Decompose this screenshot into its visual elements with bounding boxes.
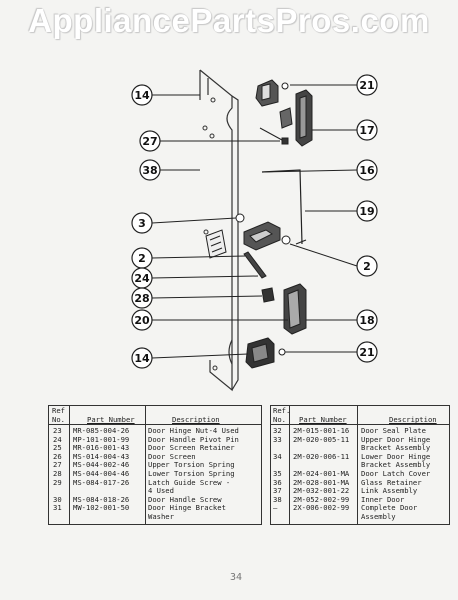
callout-16: 16	[359, 164, 375, 177]
cell-desc: Lower Door Hinge	[361, 451, 431, 461]
callout-2-right: 2	[363, 260, 371, 273]
upper-hinge-assembly	[255, 79, 313, 147]
upper-torsion-spring	[259, 127, 289, 145]
cell-desc: Assembly	[361, 512, 396, 521]
cell-part: 2M-032-001-22	[293, 486, 350, 496]
cell-part: 2M-020-005-11	[293, 434, 350, 444]
cell-ref: 24	[53, 434, 62, 444]
latch-assembly	[205, 213, 281, 259]
callout-labels: 14 21 27 17 38 16 19 3 2 2 24 28 20 18 1…	[131, 74, 378, 369]
callout-21-bottom: 21	[359, 346, 374, 359]
cell-desc: Inner Door	[361, 494, 405, 504]
header-description: Description	[389, 415, 437, 424]
cell-part: 2M-024-001-MA	[293, 469, 350, 478]
cell-part: 2M-020-006-11	[293, 451, 350, 461]
table-header: Ref No. Part Number Description	[49, 406, 261, 425]
header-part-number: Part Number	[299, 415, 347, 424]
cell-ref: 25	[53, 443, 62, 453]
callout-38: 38	[142, 164, 157, 177]
cell-desc: Door Hinge Bracket	[148, 503, 226, 513]
inner-door-panel	[199, 69, 239, 392]
cell-desc: Upper Torsion Spring	[148, 460, 235, 470]
callout-2-left: 2	[138, 252, 146, 265]
callout-14-bottom: 14	[134, 352, 150, 365]
callout-20: 20	[134, 314, 150, 327]
cell-part: MS-014-004-43	[73, 451, 130, 461]
cell-desc: Door Screen Retainer	[148, 443, 235, 453]
cell-desc: Lower Torsion Spring	[148, 469, 235, 478]
callout-21-top: 21	[359, 79, 374, 92]
cell-ref: 36	[273, 477, 282, 487]
cell-desc: Bracket Assembly	[361, 443, 431, 453]
cell-desc: Door Hinge Nut-4 Used	[148, 426, 239, 435]
site-watermark: AppliancePartsPros.com	[28, 2, 430, 39]
cell-part: MS-044-004-46	[73, 469, 130, 478]
cell-part: MS-084-017-26	[73, 477, 130, 487]
header-part-number: Part Number	[87, 415, 135, 424]
cell-desc: Glass Retainer	[361, 477, 422, 487]
lower-hinge-assembly	[245, 283, 307, 369]
callout-14-top: 14	[134, 89, 150, 102]
cell-ref: 35	[273, 469, 282, 478]
cell-ref: 29	[53, 477, 62, 487]
parts-table-right: Ref. No. Part Number Description 32 2M-01…	[270, 405, 450, 525]
cell-part: 2M-015-001-16	[293, 426, 350, 435]
cell-ref: 30	[53, 494, 62, 504]
page-number: 34	[230, 572, 243, 583]
cell-ref: 23	[53, 426, 62, 435]
cell-desc: Upper Door Hinge	[361, 434, 431, 444]
cell-desc: Door Handle Pivot Pin	[148, 434, 239, 444]
callout-24: 24	[134, 272, 150, 285]
cell-part: 2X-006-002-99	[293, 503, 350, 513]
cell-ref: 33	[273, 434, 282, 444]
callout-18: 18	[359, 314, 374, 327]
cell-desc: Latch Guide Screw -	[148, 477, 231, 487]
lower-torsion-spring	[261, 287, 275, 303]
cell-ref: 27	[53, 460, 62, 470]
cell-part: 2M-028-001-MA	[293, 477, 350, 487]
cell-part: MS-084-018-26	[73, 494, 130, 504]
cell-desc: Link Assembly	[361, 486, 418, 496]
cell-part: MW-102-001-50	[73, 503, 130, 513]
cell-ref: 26	[53, 451, 62, 461]
cell-desc: Door Seal Plate	[361, 426, 426, 435]
callout-17: 17	[359, 124, 374, 137]
cell-desc: Bracket Assembly	[361, 460, 431, 470]
header-ref-bottom: No.	[273, 415, 286, 424]
cell-desc: Complete Door	[361, 503, 418, 513]
cell-part: MR-085-004-26	[73, 426, 130, 435]
header-description: Description	[172, 415, 220, 424]
parts-table-left: Ref No. Part Number Description 23 MR-085…	[48, 405, 262, 525]
cell-part: MR-016-001-43	[73, 443, 130, 453]
cell-ref: 34	[273, 451, 282, 461]
handle-pivot-pin	[243, 235, 291, 279]
header-ref-top: Ref	[52, 406, 65, 415]
cell-desc: Door Handle Screw	[148, 494, 222, 504]
cell-ref: —	[273, 503, 278, 513]
cell-part: MP-101-001-99	[73, 434, 130, 444]
callout-27: 27	[142, 135, 157, 148]
leader-lines	[151, 84, 358, 359]
cell-desc: Door Latch Cover	[361, 469, 431, 478]
callout-28: 28	[134, 292, 149, 305]
cell-ref: 38	[273, 494, 282, 504]
cell-desc: Washer	[148, 512, 174, 521]
table-header: Ref. No. Part Number Description	[271, 406, 449, 425]
callout-19: 19	[359, 205, 374, 218]
cell-ref: 28	[53, 469, 62, 478]
cell-desc: 4 Used	[148, 486, 174, 496]
header-ref-top: Ref.	[273, 406, 291, 415]
cell-desc: Door Screen	[148, 451, 196, 461]
cell-ref: 37	[273, 486, 282, 496]
cell-ref: 31	[53, 503, 62, 513]
cell-part: MS-044-002-46	[73, 460, 130, 470]
header-ref-bottom: No.	[52, 415, 65, 424]
cell-part: 2M-052-002-99	[293, 494, 350, 504]
cell-ref: 32	[273, 426, 282, 435]
callout-3: 3	[138, 217, 146, 230]
